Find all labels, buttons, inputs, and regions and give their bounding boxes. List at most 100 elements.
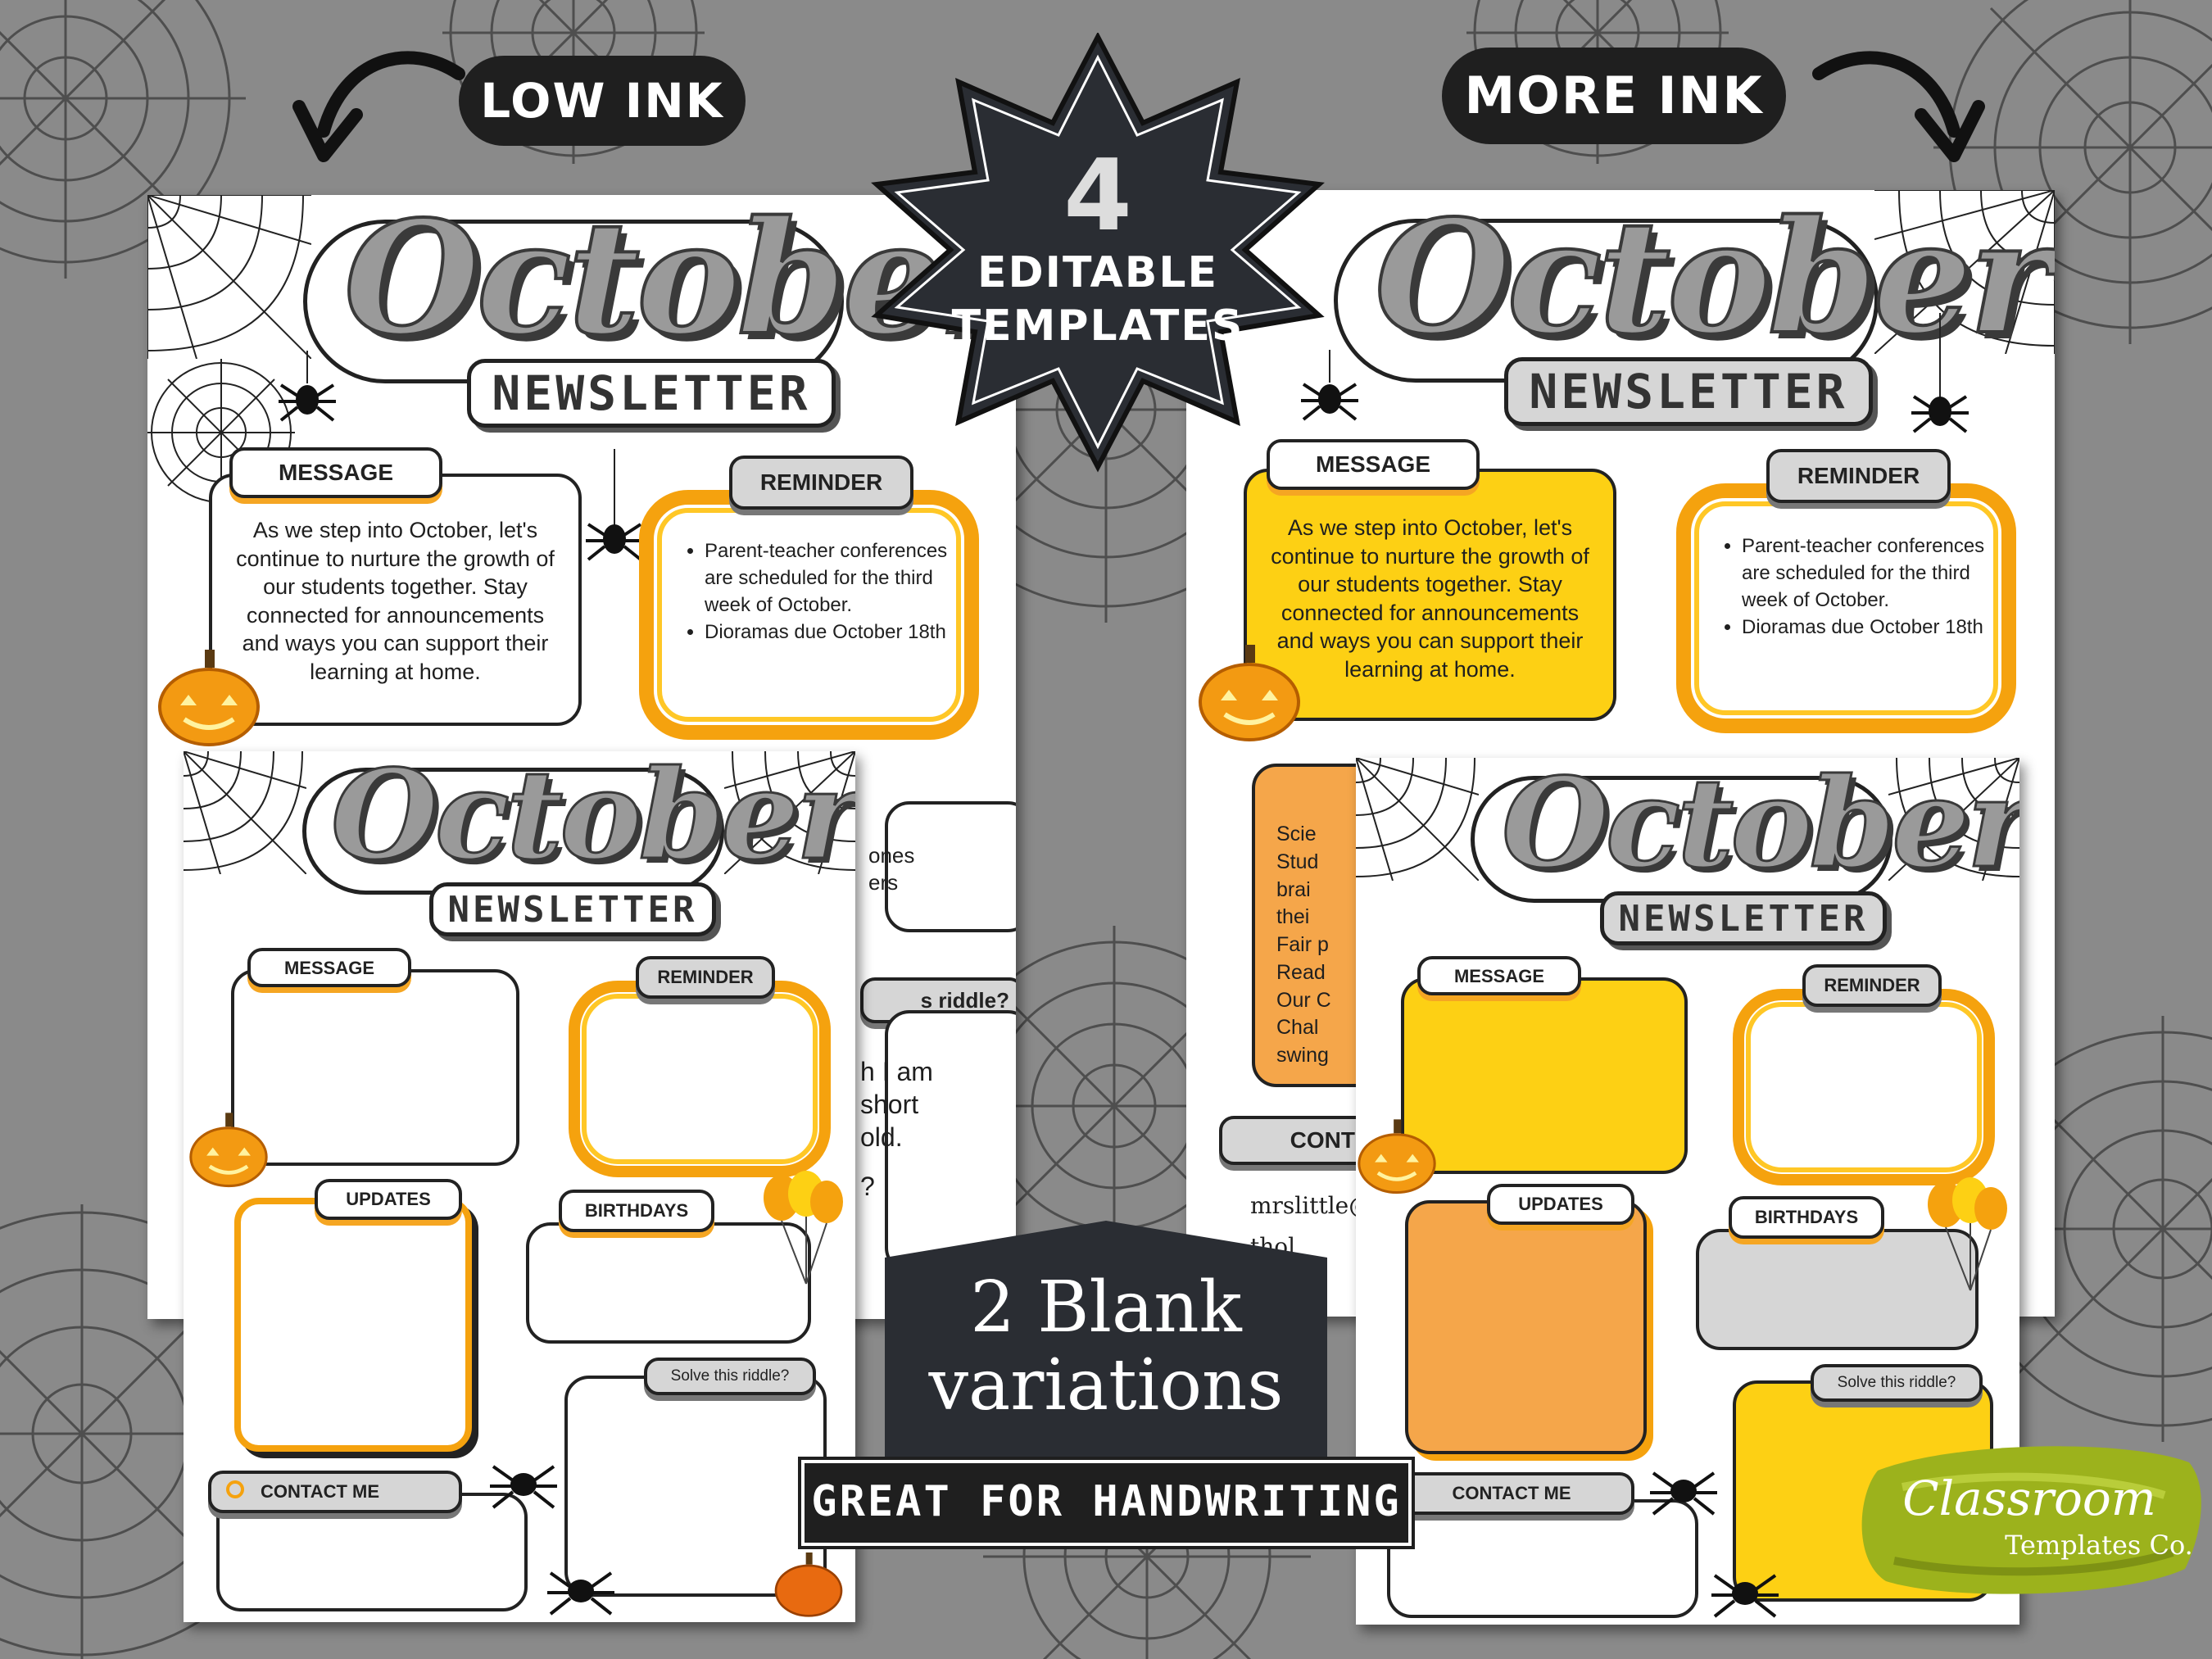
reminder-box[interactable]: [569, 981, 831, 1177]
curved-arrow-right-icon: [1812, 51, 1985, 162]
message-label: MESSAGE: [229, 447, 442, 498]
spider-icon: [490, 1465, 557, 1509]
message-label: MESSAGE: [1267, 439, 1480, 490]
riddle-partial-line: ?: [860, 1172, 875, 1201]
updates-partial-line: brai: [1276, 877, 1311, 901]
updates-partial-line: Our C: [1276, 988, 1331, 1012]
logo-line2: Templates Co.: [2005, 1530, 2193, 1561]
riddle-partial-text: h I am short old. ?: [860, 1055, 1016, 1203]
updates-partial-line: Stud: [1276, 850, 1319, 873]
logo-line1: Classroom: [1902, 1471, 2156, 1526]
contact-box[interactable]: [1387, 1499, 1698, 1618]
spiderweb-icon: [184, 751, 306, 874]
updates-partial-line: Read: [1276, 960, 1326, 984]
balloons-icon: [764, 1171, 843, 1285]
handwriting-badge: GREAT FOR HANDWRITING: [798, 1457, 1415, 1549]
updates-partial-text: Scie Stud brai thei Fair p Read Our C Ch…: [1276, 821, 1407, 1070]
updates-partial-line: Fair p: [1276, 933, 1329, 956]
reminder-item: Parent-teacher conferences are scheduled…: [1742, 533, 1996, 614]
updates-partial-line: Scie: [1276, 823, 1317, 845]
riddle-partial-line: h I am: [860, 1057, 933, 1086]
riddle-partial-line: old.: [860, 1122, 903, 1152]
balloons-icon: [1928, 1177, 2007, 1291]
message-label: MESSAGE: [1417, 956, 1581, 995]
newsletter-banner: NEWSLETTER: [1600, 891, 1887, 945]
starburst-badge: 4 EDITABLE TEMPLATES: [871, 33, 1325, 473]
reminder-item: Dioramas due October 18th: [705, 619, 959, 646]
birthdays-partial-line: ers: [868, 870, 899, 895]
message-text: As we step into October, let's continue …: [1271, 515, 1589, 682]
spider-icon: [1650, 1471, 1717, 1516]
badge-blank-line1: 2 Blank: [970, 1267, 1242, 1349]
contact-label: CONTACT ME: [208, 1471, 462, 1513]
message-box[interactable]: [209, 474, 582, 726]
pumpkin-icon: [1358, 1119, 1436, 1194]
badge-editable: EDITABLE: [977, 248, 1218, 297]
updates-partial-line: Chal: [1276, 1016, 1319, 1040]
contact-label-text: CONTACT ME: [1452, 1483, 1571, 1503]
message-label: MESSAGE: [247, 948, 411, 987]
message-text: As we step into October, let's continue …: [236, 518, 555, 684]
updates-label: UPDATES: [315, 1179, 462, 1220]
badge-templates: TEMPLATES: [952, 301, 1244, 351]
newsletter-banner: NEWSLETTER: [1504, 357, 1873, 426]
page-title: October: [342, 195, 1016, 371]
birthdays-label: BIRTHDAYS: [1729, 1196, 1884, 1239]
riddle-label: Solve this riddle?: [1811, 1364, 1983, 1402]
reminder-label: REMINDER: [1802, 964, 1942, 1007]
message-box[interactable]: [231, 969, 519, 1166]
pumpkin-icon: [158, 650, 260, 746]
spiderweb-icon: [147, 195, 311, 359]
reminder-label: REMINDER: [636, 956, 775, 999]
curved-arrow-left-icon: [292, 51, 465, 162]
spider-icon: [586, 449, 643, 561]
pumpkin-icon: [189, 1113, 268, 1188]
birthdays-label: BIRTHDAYS: [559, 1190, 714, 1232]
page-title: October: [330, 751, 855, 889]
badge-count: 4: [1063, 139, 1132, 253]
spider-icon: [279, 351, 336, 422]
spider-icon: [1711, 1574, 1779, 1618]
reminder-item: Dioramas due October 18th: [1742, 614, 1996, 641]
spiderweb-icon: [1888, 758, 2019, 881]
reminder-label: REMINDER: [729, 456, 913, 510]
paint-swatch-icon: [1861, 1446, 2201, 1594]
birthdays-partial-line: ones: [868, 843, 915, 868]
reminder-item: Parent-teacher conferences are scheduled…: [705, 537, 959, 619]
message-box[interactable]: [1401, 977, 1688, 1174]
birthdays-box[interactable]: [1696, 1229, 1979, 1350]
reminder-box[interactable]: [1676, 483, 2016, 733]
updates-box[interactable]: [1405, 1200, 1647, 1454]
brand-logo: Classroom Templates Co.: [1853, 1438, 2205, 1602]
updates-partial-line: thei: [1276, 905, 1310, 929]
blank-variations-badge: 2 Blank variations: [885, 1221, 1327, 1466]
pumpkin-icon: [774, 1552, 843, 1617]
spider-icon: [1911, 313, 1969, 433]
reminder-box[interactable]: [1733, 989, 1995, 1185]
updates-box[interactable]: [234, 1198, 472, 1452]
title-oval: [302, 768, 724, 895]
page-title: October: [1501, 758, 2019, 897]
magnifier-icon: [226, 1480, 244, 1498]
pumpkin-icon: [1199, 645, 1300, 741]
low-ink-badge: LOW INK: [459, 56, 746, 146]
riddle-label: Solve this riddle?: [644, 1358, 816, 1395]
handwriting-text: GREAT FOR HANDWRITING: [811, 1477, 1402, 1526]
spiderweb-icon: [1874, 190, 2055, 354]
spiderweb-icon: [1356, 758, 1479, 881]
more-ink-blank-template: October NEWSLETTER MESSAGE REMINDER UPDA…: [1356, 758, 2019, 1625]
birthdays-box-partial[interactable]: [885, 801, 1016, 932]
riddle-partial-line: short: [860, 1090, 919, 1119]
badge-blank-line2: variations: [927, 1344, 1283, 1426]
reminder-list: Parent-teacher conferences are scheduled…: [1717, 533, 1996, 641]
updates-label: UPDATES: [1487, 1184, 1634, 1225]
spiderweb-icon: [724, 751, 855, 874]
reminder-box[interactable]: [639, 490, 979, 740]
birthdays-partial-text: ones ers: [868, 842, 991, 897]
reminder-label: REMINDER: [1766, 449, 1951, 503]
spider-icon: [547, 1571, 614, 1616]
contact-label-partial: CONT: [1219, 1116, 1383, 1165]
newsletter-banner: NEWSLETTER: [429, 882, 716, 936]
updates-partial-line: swing: [1276, 1044, 1329, 1067]
reminder-list: Parent-teacher conferences are scheduled…: [680, 537, 959, 646]
